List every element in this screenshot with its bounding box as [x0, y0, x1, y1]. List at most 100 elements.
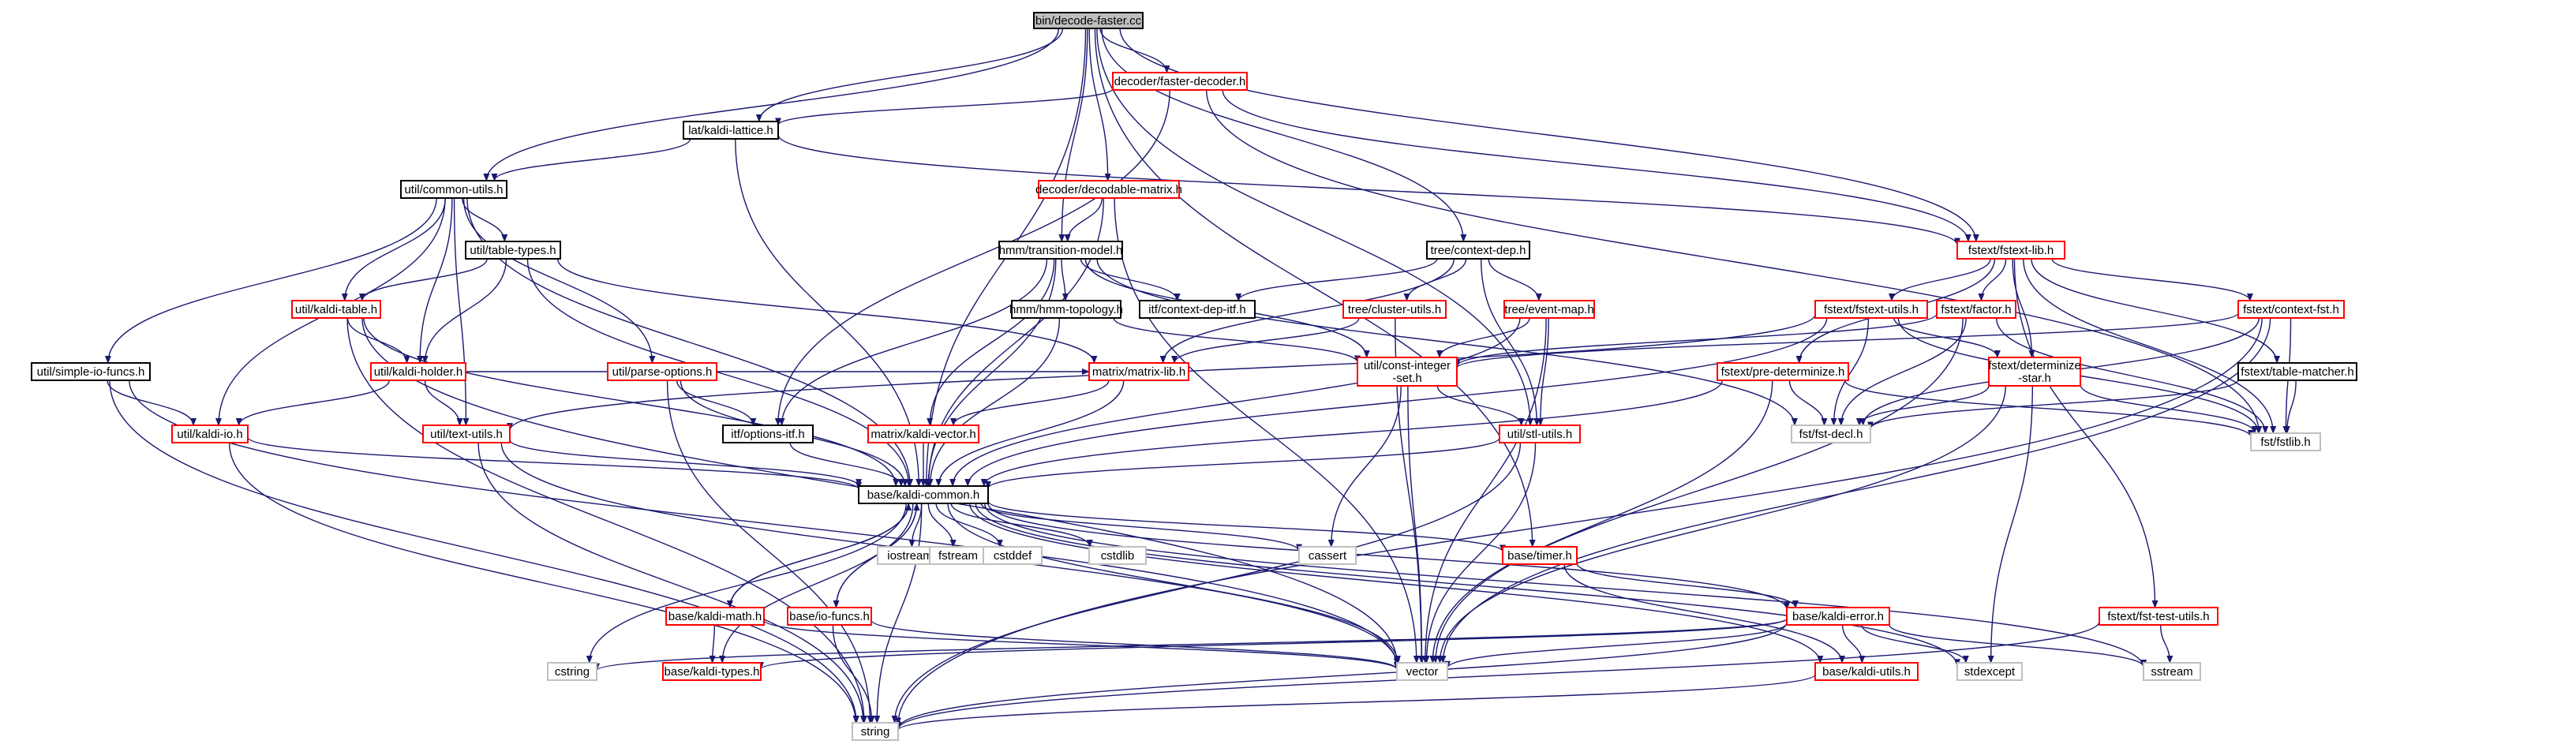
node-fstext-lib[interactable]: fstext/fstext-lib.h: [1956, 241, 2065, 260]
node-kaldi-common[interactable]: base/kaldi-common.h: [858, 485, 989, 504]
edge-transition_model-to-kaldi_common: [925, 258, 1057, 487]
node-parse-options[interactable]: util/parse-options.h: [607, 362, 717, 381]
edge-kaldi_common-to-string: [874, 503, 923, 724]
node-box: [1088, 546, 1147, 565]
node-cstdlib: cstdlib: [1088, 546, 1147, 565]
edge-lattice-to-common_utils: [491, 138, 691, 181]
node-kaldi-holder[interactable]: util/kaldi-holder.h: [370, 362, 466, 381]
edge-kaldi_common-to-fstream: [927, 503, 957, 548]
node-kaldi-io[interactable]: util/kaldi-io.h: [171, 424, 249, 443]
edge-kaldi_common-to-kaldi_error: [987, 503, 1790, 611]
node-kaldi-vector[interactable]: matrix/kaldi-vector.h: [867, 424, 979, 443]
node-transition-model[interactable]: hmm/transition-model.h: [998, 241, 1123, 260]
edge-faster_decoder-to-options_itf: [774, 89, 1170, 426]
node-table-matcher[interactable]: fstext/table-matcher.h: [2237, 362, 2357, 381]
node-determinize-star[interactable]: fstext/determinize-star.h: [1988, 357, 2081, 387]
edge-kaldi_table-to-string: [346, 317, 867, 724]
node-factor[interactable]: fstext/factor.h: [1936, 300, 2016, 319]
node-kaldi-math[interactable]: base/kaldi-math.h: [665, 607, 765, 626]
node-label: matrix/matrix-lib.h: [1092, 365, 1185, 379]
edge-lattice-to-kaldi_common: [735, 138, 923, 487]
node-box: [1988, 357, 2081, 387]
edge-timer-to-kaldi_utils: [1563, 563, 1845, 664]
node-label: stdexcept: [1964, 665, 2016, 679]
edge-context_fst-to-vector: [1440, 317, 2271, 664]
node-context-dep-itf[interactable]: itf/context-dep-itf.h: [1139, 300, 1256, 319]
node-label: fstext/fst-test-utils.h: [2107, 610, 2209, 623]
edge-factor-to-const_integer_set: [1454, 313, 1938, 368]
node-label: util/kaldi-holder.h: [374, 365, 463, 379]
edge-root-to-decodable_matrix: [1088, 28, 1111, 181]
node-box: [465, 241, 561, 260]
edge-fstext_lib-to-fstlib: [2023, 258, 2277, 434]
node-text-utils[interactable]: util/text-utils.h: [422, 424, 511, 443]
node-root[interactable]: bin/decode-faster.cc: [1033, 12, 1144, 29]
node-fstext-utils[interactable]: fstext/fstext-utils.h: [1814, 300, 1928, 319]
node-box: [1499, 424, 1581, 443]
node-box: [607, 362, 717, 381]
node-kaldi-types[interactable]: base/kaldi-types.h: [662, 662, 762, 681]
node-cstddef: cstddef: [983, 546, 1043, 565]
edge-kaldi_io-to-kaldi_common: [247, 436, 862, 491]
node-box: [1426, 241, 1530, 260]
node-box: [1814, 300, 1928, 319]
node-box: [2143, 662, 2201, 681]
node-options-itf[interactable]: itf/options-itf.h: [722, 424, 814, 443]
node-simple-io-funcs[interactable]: util/simple-io-funcs.h: [31, 362, 151, 381]
node-table-types[interactable]: util/table-types.h: [465, 241, 561, 260]
edge-context_dep-to-matrix_lib: [1159, 258, 1455, 364]
node-label: lat/kaldi-lattice.h: [688, 124, 773, 137]
node-kaldi-table[interactable]: util/kaldi-table.h: [291, 300, 381, 319]
node-box: [171, 424, 249, 443]
node-label: fst/fst-decl.h: [1799, 428, 1863, 441]
node-decodable-matrix[interactable]: decoder/decodable-matrix.h: [1035, 180, 1182, 199]
edge-kaldi_error-to-vector: [1444, 623, 1788, 669]
edge-kaldi_io-to-string: [228, 442, 859, 724]
node-faster-decoder[interactable]: decoder/faster-decoder.h: [1112, 72, 1248, 91]
edge-matrix_lib-to-kaldi_common: [935, 380, 1125, 487]
node-cluster-utils[interactable]: tree/cluster-utils.h: [1342, 300, 1447, 319]
node-common-utils[interactable]: util/common-utils.h: [400, 180, 507, 199]
node-label: fst/fstlib.h: [2260, 436, 2310, 449]
node-box: [2099, 607, 2218, 626]
node-label: hmm/hmm-topology.h: [1009, 303, 1123, 316]
edge-kaldi_error-to-cstring: [593, 618, 1788, 671]
edge-kaldi_common-to-cstdlib: [950, 503, 1093, 548]
node-timer[interactable]: base/timer.h: [1502, 546, 1578, 565]
node-box: [1298, 546, 1357, 565]
node-label: util/kaldi-io.h: [177, 428, 242, 441]
edge-pre_determinize-to-vector: [1429, 380, 1773, 664]
edge-timer-to-kaldi_error: [1576, 563, 1799, 608]
node-stl-utils[interactable]: util/stl-utils.h: [1499, 424, 1581, 443]
edge-common_utils-to-text_utils: [453, 197, 470, 426]
edge-text_utils-to-kaldi_common: [509, 439, 862, 488]
node-label: fstext/fstext-utils.h: [1824, 303, 1919, 316]
node-io-funcs[interactable]: base/io-funcs.h: [787, 607, 872, 626]
node-box: [787, 607, 872, 626]
node-label: tree/cluster-utils.h: [1348, 303, 1441, 316]
node-kaldi-utils[interactable]: base/kaldi-utils.h: [1814, 662, 1919, 681]
node-fst-test-utils[interactable]: fstext/fst-test-utils.h: [2099, 607, 2218, 626]
node-box: [422, 424, 511, 443]
node-hmm-topology[interactable]: hmm/hmm-topology.h: [1009, 300, 1123, 319]
edge-const_integer_set-to-vector: [1407, 385, 1425, 664]
node-pre-determinize[interactable]: fstext/pre-determinize.h: [1717, 362, 1849, 381]
edge-pre_determinize-to-fstlib: [1844, 380, 2254, 438]
node-box: [858, 485, 989, 504]
node-matrix-lib[interactable]: matrix/matrix-lib.h: [1088, 362, 1189, 381]
node-string: string: [852, 722, 899, 741]
node-lattice[interactable]: lat/kaldi-lattice.h: [683, 121, 779, 140]
node-const-integer-set[interactable]: util/const-integer-set.h: [1357, 357, 1458, 387]
edge-pre_determinize-to-kaldi_common: [980, 380, 1723, 487]
edge-determinize_star-to-fstlib: [2080, 384, 2258, 434]
edge-context_dep-to-event_map: [1488, 258, 1542, 301]
node-context-dep[interactable]: tree/context-dep.h: [1426, 241, 1530, 260]
node-event-map[interactable]: tree/event-map.h: [1503, 300, 1595, 319]
node-label: tree/event-map.h: [1504, 303, 1593, 316]
node-label: fstext/context-fst.h: [2243, 303, 2339, 316]
node-kaldi-error[interactable]: base/kaldi-error.h: [1786, 607, 1890, 626]
node-context-fst[interactable]: fstext/context-fst.h: [2237, 300, 2345, 319]
edge-table_types-to-matrix_lib: [556, 258, 1098, 364]
edge-transition_model-to-kaldi_vector: [927, 258, 1055, 426]
edge-kaldi_common-to-kaldi_utils: [968, 503, 1824, 664]
